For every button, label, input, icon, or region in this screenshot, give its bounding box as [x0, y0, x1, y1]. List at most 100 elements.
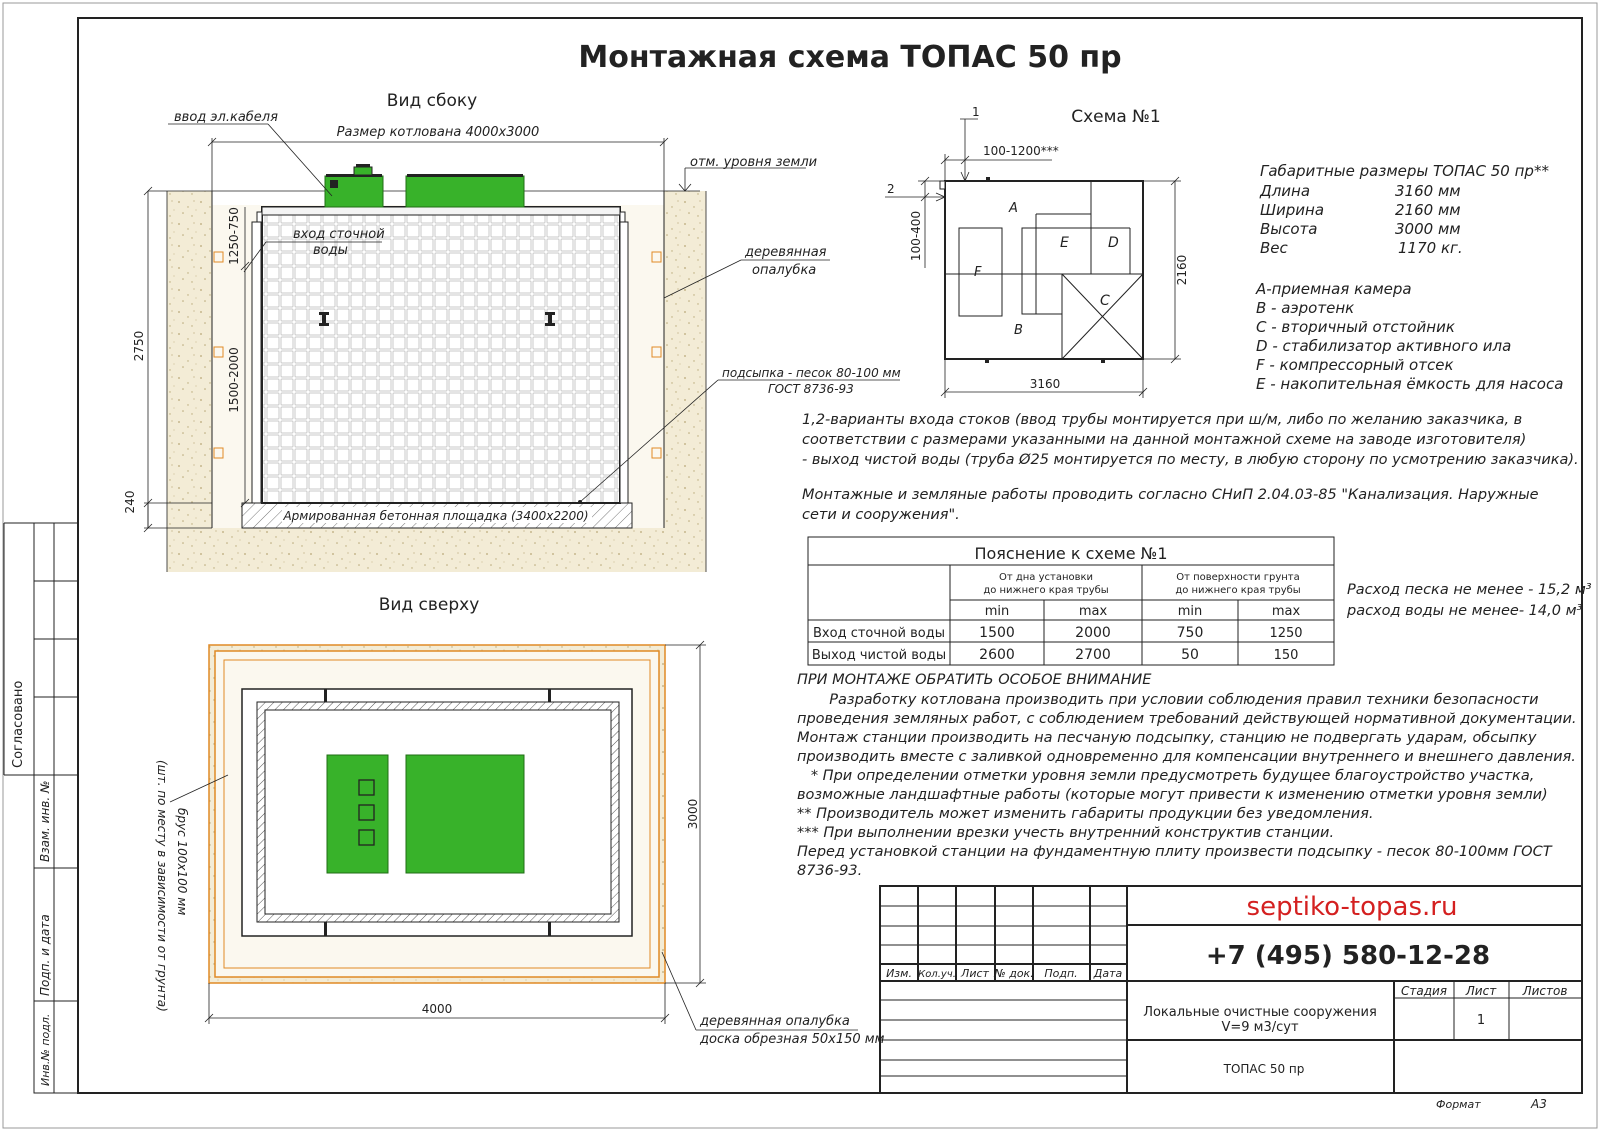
attention-line: Разработку котлована производить при усл… [797, 692, 1539, 708]
legend-item: B - аэротенк [1256, 299, 1354, 317]
scheme-label-c: C [1100, 293, 1110, 309]
dimension-name: Ширина [1260, 201, 1324, 219]
side-view-title: Вид сбоку [387, 91, 477, 111]
overall-dimensions: Габаритные размеры ТОПАС 50 пр** Длина 3… [1259, 162, 1549, 257]
dim-2750: 2750 [132, 331, 146, 362]
note-line: - выход чистой воды (труба Ø25 монтирует… [802, 452, 1579, 468]
table-subheader: min [1178, 604, 1203, 619]
table-subheader: min [985, 604, 1010, 619]
formwork-label-2: опалубка [752, 263, 816, 278]
dim-1250-750: 1250-750 [227, 207, 241, 265]
top-view: Вид сверху брус 100х100 мм (шт. по месту… [155, 595, 885, 1047]
table-cell: 1500 [979, 625, 1015, 641]
stamp-sheet-no: 1 [1477, 1013, 1485, 1028]
dim-1500-2000: 1500-2000 [227, 347, 241, 412]
note-line: соответствии с размерами указанными на д… [802, 432, 1526, 448]
side-stamp-agreed: Согласовано [11, 681, 26, 768]
side-stamp: Согласовано Взам. инв. № Подп. и дата Ин… [3, 522, 79, 1094]
attention-line: проведения земляных работ, с соблюдением… [797, 711, 1577, 727]
page-title: Монтажная схема ТОПАС 50 пр [578, 40, 1121, 75]
table-group-header: От поверхности грунта [1176, 572, 1300, 583]
dimensions-title: Габаритные размеры ТОПАС 50 пр** [1260, 162, 1549, 180]
inlet-notes: 1,2-варианты входа стоков (ввод трубы мо… [802, 412, 1579, 523]
legend-item: E - накопительная ёмкость для насоса [1256, 375, 1563, 393]
attention-line: ** Производитель может изменить габариты… [797, 806, 1373, 822]
top-lid-large [405, 754, 525, 874]
table-cell: 750 [1177, 625, 1204, 641]
note-line: 1,2-варианты входа стоков (ввод трубы мо… [802, 412, 1522, 428]
dim-240: 240 [123, 491, 137, 514]
scheme-label-a: A [1008, 201, 1018, 216]
stamp-col-header: Подп. [1044, 967, 1077, 980]
sand-label-2: ГОСТ 8736-93 [768, 382, 854, 396]
phone-number: +7 (495) 580-12-28 [1206, 941, 1490, 971]
consumption: Расход песка не менее - 15,2 м³ расход в… [1346, 582, 1592, 619]
scheme-dim-100-1200: 100-1200*** [983, 144, 1059, 158]
table-group-header: От дна установки [999, 572, 1093, 583]
top-formwork-label-1: деревянная опалубка [699, 1014, 850, 1029]
stamp-sheet: Лист [1465, 984, 1497, 998]
dimension-name: Вес [1260, 239, 1289, 257]
note-line: сети и сооружения". [802, 507, 960, 523]
table-cell: 2000 [1075, 625, 1111, 641]
concrete-slab-label: Армированная бетонная площадка (3400х220… [282, 509, 588, 523]
legend-item: C - вторичный отстойник [1256, 318, 1455, 336]
attention-line: *** При выполнении врезки учесть внутрен… [797, 825, 1334, 841]
top-formwork-label-2: доска обрезная 50х150 мм [699, 1032, 885, 1047]
scheme-dim-2160: 2160 [1175, 255, 1189, 286]
dimension-value: 1170 кг. [1398, 239, 1463, 257]
table-cell: 2600 [979, 647, 1015, 663]
attention-line: Монтаж станции производить на песчаную п… [797, 730, 1537, 746]
formwork-boards [213, 251, 662, 459]
scheme-mark-2: 2 [887, 182, 895, 196]
stamp-col-header: Лист [960, 967, 989, 980]
stamp-col-header: Дата [1093, 967, 1123, 980]
table-subheader: max [1079, 604, 1108, 619]
side-stamp-sign-date: Подп. и дата [38, 914, 52, 996]
table-subheader: max [1272, 604, 1301, 619]
scheme-label-f: F [974, 265, 982, 280]
scheme-dim-100-400: 100-400 [909, 211, 923, 261]
soil-bottom [167, 528, 706, 572]
scheme-mark-1: 1 [972, 105, 980, 119]
inlet-label-1: вход сточной [293, 227, 385, 242]
beam-label-2: (шт. по месту в зависимости от грунта) [155, 760, 169, 1012]
side-stamp-replace-inv: Взам. инв. № [38, 781, 52, 862]
table-cell: 1250 [1269, 626, 1302, 641]
website-link[interactable]: septiko-topas.ru [1247, 892, 1458, 922]
dim-4000: 4000 [422, 1002, 453, 1016]
dimension-value: 2160 мм [1395, 201, 1461, 219]
soil-left [167, 191, 212, 572]
water-consumption: расход воды не менее- 14,0 м³ [1346, 603, 1583, 619]
dimension-name: Высота [1260, 220, 1318, 238]
pit-size-label: Размер котлована 4000х3000 [337, 125, 540, 140]
scheme-label-b: B [1014, 323, 1023, 338]
dimension-value: 3000 мм [1395, 220, 1461, 238]
cable-entry-label: ввод эл.кабеля [174, 110, 278, 125]
table-row-label: Вход сточной воды [813, 626, 945, 641]
inlet-label-2: воды [313, 243, 348, 258]
table-cell: 2700 [1075, 647, 1111, 663]
stamp-description-1: Локальные очистные сооружения [1143, 1005, 1377, 1020]
stamp-description-2: V=9 м3/сут [1221, 1020, 1298, 1035]
table-cell: 150 [1274, 648, 1299, 663]
scheme-1: Схема №1 A E D F C B 1 100-1 [885, 105, 1189, 398]
beam-label-1: брус 100х100 мм [175, 808, 189, 915]
attention-heading: ПРИ МОНТАЖЕ ОБРАТИТЬ ОСОБОЕ ВНИМАНИЕ [797, 672, 1152, 688]
stamp-product: ТОПАС 50 пр [1223, 1062, 1305, 1076]
table-cell: 50 [1181, 647, 1199, 663]
sand-label-1: подсыпка - песок 80-100 мм [722, 366, 901, 380]
dimension-value: 3160 мм [1395, 182, 1461, 200]
legend-item: F - компрессорный отсек [1256, 356, 1454, 374]
scheme-title: Схема №1 [1071, 107, 1161, 127]
attention-line: производить вместе с заливкой одновремен… [797, 749, 1576, 765]
side-view: Вид сбоку Армированная бетонная площадка… [123, 91, 901, 572]
format-value: А3 [1530, 1097, 1547, 1111]
tank-lids [324, 164, 525, 208]
scheme-outline [944, 180, 1144, 360]
stamp-stage: Стадия [1401, 984, 1447, 998]
ground-mark-label: отм. уровня земли [690, 155, 817, 170]
attention-line: возможные ландшафтные работы (которые мо… [797, 787, 1548, 803]
explanation-table: Пояснение к схеме №1 От дна установки до… [807, 536, 1335, 666]
